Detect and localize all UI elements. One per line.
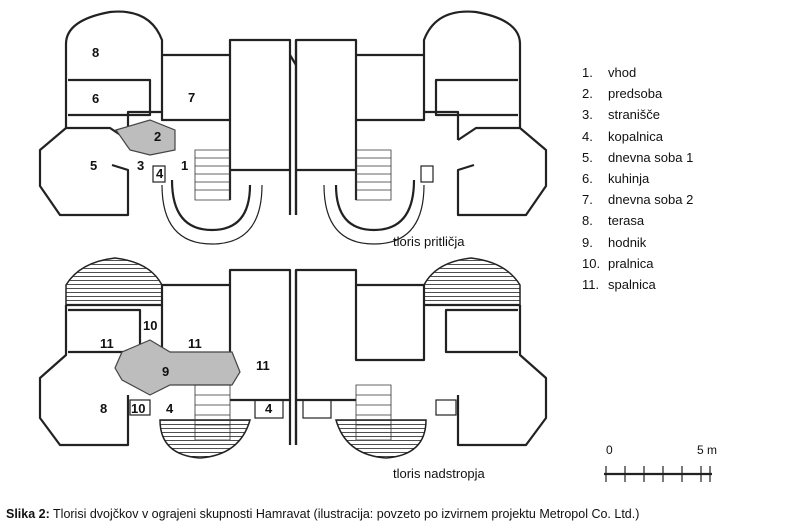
upper-room-4-right: 4: [265, 401, 273, 416]
ground-hall-highlight: [115, 119, 176, 156]
legend-item: 5.dnevna soba 1: [582, 149, 694, 165]
ground-floor-caption: tloris pritličja: [393, 234, 465, 249]
legend-item: 2.predsoba: [582, 86, 663, 102]
upper-room-10-bottom: 10: [131, 401, 145, 416]
upper-room-9: 9: [162, 364, 169, 379]
upper-room-11-mid: 11: [188, 336, 202, 351]
ground-room-5: 5: [90, 158, 97, 173]
legend-item: 11.spalnica: [582, 276, 656, 292]
legend-item: 9.hodnik: [582, 234, 647, 250]
upper-room-10-top: 10: [143, 318, 157, 333]
terrace-top-left: [65, 257, 163, 306]
upper-room-4-left: 4: [166, 401, 174, 416]
terrace-bottom-left: [159, 419, 251, 459]
figure-caption-label: Slika 2:: [6, 507, 50, 521]
upper-room-11-left: 11: [100, 336, 114, 351]
upper-hall-highlight: [114, 339, 241, 396]
legend-item: 6.kuhinja: [582, 170, 650, 186]
figure-caption: Slika 2: Tlorisi dvojčkov v ograjeni sku…: [6, 507, 639, 521]
ground-room-7: 7: [188, 90, 195, 105]
legend-item: 4.kopalnica: [582, 128, 663, 144]
room-legend: 1.vhod 2.predsoba 3.stranišče 4.kopalnic…: [582, 62, 693, 295]
upper-room-11-right: 11: [256, 358, 270, 373]
ground-room-3: 3: [137, 158, 144, 173]
ground-room-1: 1: [181, 158, 188, 173]
terrace-top-right: [423, 257, 521, 306]
ground-room-2: 2: [154, 129, 161, 144]
figure-caption-text: Tlorisi dvojčkov v ograjeni skupnosti Ha…: [49, 507, 640, 521]
ground-room-8: 8: [92, 45, 99, 60]
legend-item: 1.vhod: [582, 65, 637, 80]
upper-floor-plan: 10 11 11 9 11 8 10 4 4: [38, 257, 548, 459]
scale-label-zero: 0: [606, 443, 613, 457]
ground-room-6: 6: [92, 91, 99, 106]
ground-room-4: 4: [156, 166, 164, 181]
legend-item: 10.pralnica: [582, 255, 654, 271]
legend-item: 8.terasa: [582, 213, 645, 229]
scale-bar: [604, 466, 712, 482]
legend-item: 7.dnevna soba 2: [582, 192, 694, 208]
ground-floor-plan: 8 6 7 2 5 3 4 1: [38, 10, 548, 245]
scale-label-five-m: 5 m: [697, 443, 718, 457]
legend-item: 3.stranišče: [582, 107, 661, 123]
upper-room-8: 8: [100, 401, 107, 416]
upper-floor-caption: tloris nadstropja: [393, 466, 485, 481]
terrace-bottom-right: [335, 419, 427, 459]
